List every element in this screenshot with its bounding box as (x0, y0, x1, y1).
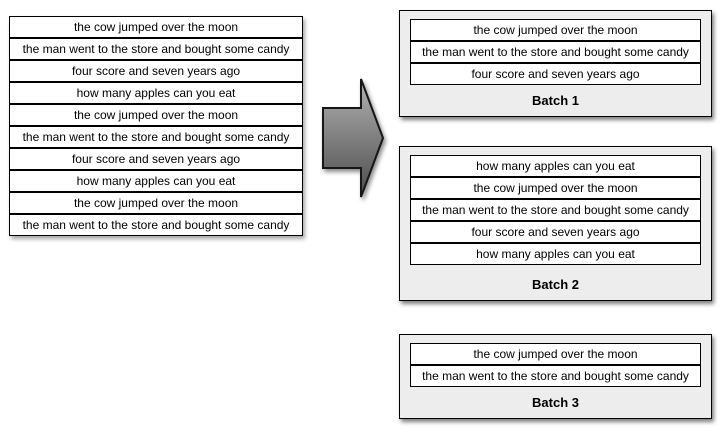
batch-2-sentence-list: how many apples can you eat the cow jump… (410, 155, 701, 265)
batch-2-label: Batch 2 (532, 277, 579, 292)
sentence-row: how many apples can you eat (410, 155, 701, 177)
sentence-row: the man went to the store and bought som… (9, 126, 303, 148)
sentence-row: how many apples can you eat (9, 170, 303, 192)
sentence-row: how many apples can you eat (9, 82, 303, 104)
batch-1-label: Batch 1 (532, 93, 579, 108)
batch-3-sentence-list: the cow jumped over the moon the man wen… (410, 343, 701, 387)
sentence-row: the cow jumped over the moon (9, 16, 303, 38)
sentence-row: the man went to the store and bought som… (410, 41, 701, 63)
sentence-row: the cow jumped over the moon (9, 104, 303, 126)
batch-panel-1: the cow jumped over the moon the man wen… (399, 10, 712, 117)
sentence-row: the man went to the store and bought som… (9, 38, 303, 60)
sentence-row: the man went to the store and bought som… (410, 365, 701, 387)
sentence-row: four score and seven years ago (9, 148, 303, 170)
batch-panel-3: the cow jumped over the moon the man wen… (399, 334, 712, 419)
sentence-row: the cow jumped over the moon (410, 177, 701, 199)
source-sentence-list: the cow jumped over the moon the man wen… (9, 16, 303, 236)
sentence-row: four score and seven years ago (410, 221, 701, 243)
sentence-row: the cow jumped over the moon (410, 343, 701, 365)
sentence-row: the man went to the store and bought som… (9, 214, 303, 236)
right-arrow-shape (322, 78, 385, 198)
batch-3-label: Batch 3 (532, 395, 579, 410)
sentence-row: four score and seven years ago (410, 63, 701, 85)
sentence-row: how many apples can you eat (410, 243, 701, 265)
sentence-row: the man went to the store and bought som… (410, 199, 701, 221)
batch-1-sentence-list: the cow jumped over the moon the man wen… (410, 19, 701, 85)
sentence-row: four score and seven years ago (9, 60, 303, 82)
sentence-row: the cow jumped over the moon (9, 192, 303, 214)
sentence-row: the cow jumped over the moon (410, 19, 701, 41)
batch-panel-2: how many apples can you eat the cow jump… (399, 146, 712, 301)
right-arrow-icon (317, 70, 389, 202)
